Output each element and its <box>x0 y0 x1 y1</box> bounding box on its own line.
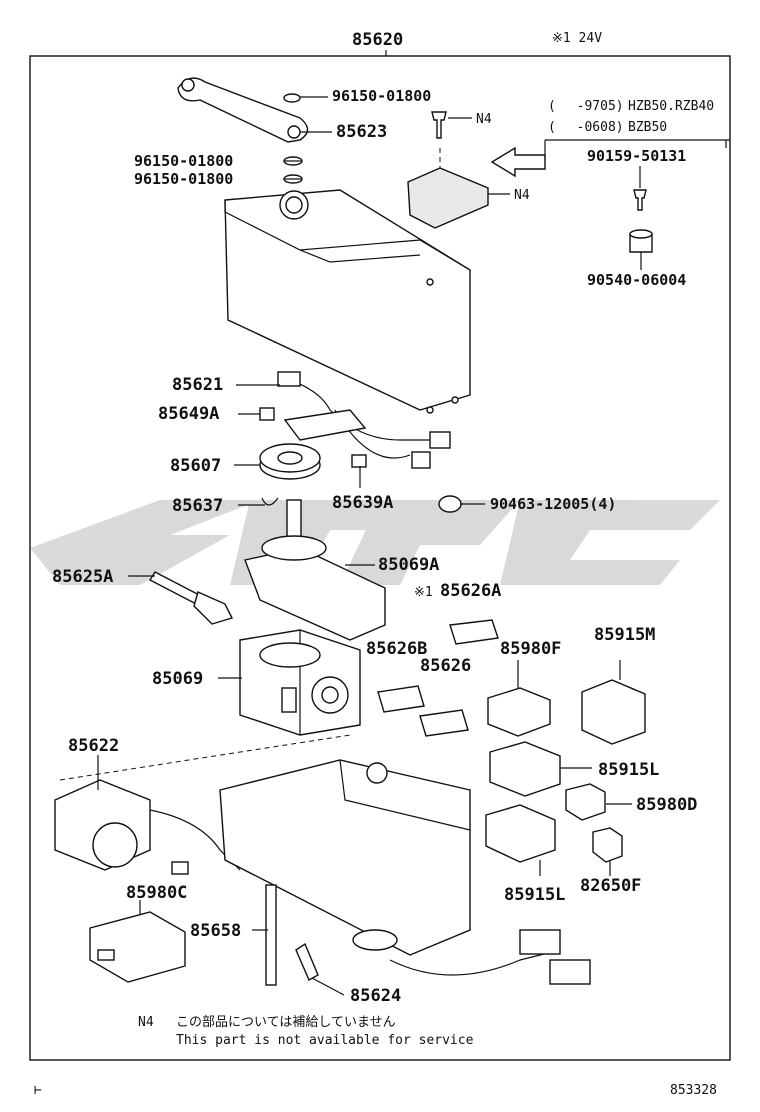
screw-n4 <box>431 111 447 139</box>
footnote-code: N4 <box>138 1015 154 1030</box>
label-n4-screw: N4 <box>476 112 492 127</box>
washer-96150-top <box>283 93 301 103</box>
label-85649A: 85649A <box>158 404 219 424</box>
relay-85915M <box>581 679 646 745</box>
clip-85637 <box>261 497 279 506</box>
connector-85649A <box>259 407 275 421</box>
bolt-90159 <box>633 189 647 211</box>
label-n4-cover: N4 <box>514 188 530 203</box>
model-name-2: BZB50 <box>628 120 667 135</box>
footer-left-mark: ⊢ <box>34 1083 42 1098</box>
label-85915M: 85915M <box>594 625 655 645</box>
model-range-2: ( -0608) <box>548 120 624 135</box>
relay-85980F <box>487 687 551 737</box>
bolt-85624 <box>295 942 319 981</box>
connector-85626B <box>377 685 425 713</box>
connector-85639A <box>351 454 367 468</box>
label-96150-01800-a: 96150-01800 <box>134 152 233 170</box>
label-85621: 85621 <box>172 375 223 395</box>
mounting-bracket <box>219 759 471 956</box>
label-85622: 85622 <box>68 736 119 756</box>
diagram-frame <box>29 55 731 1061</box>
label-85639A: 85639A <box>332 493 393 513</box>
harness-bottom <box>389 949 561 976</box>
label-85607: 85607 <box>170 456 221 476</box>
flasher-82650F <box>592 827 623 863</box>
connector-85626A <box>449 619 499 645</box>
label-90540-06004: 90540-06004 <box>587 271 686 289</box>
label-85623: 85623 <box>336 122 387 142</box>
label-96150-01800-b: 96150-01800 <box>134 170 233 188</box>
label-85915L-b: 85915L <box>504 885 565 905</box>
label-85625A: 85625A <box>52 567 113 587</box>
label-85626A-prefix: ※1 <box>414 585 433 600</box>
controller-85980C <box>89 911 186 983</box>
rod-85658 <box>265 884 277 986</box>
label-82650F: 82650F <box>580 876 641 896</box>
relay-85980D <box>565 783 606 821</box>
relay-85915L-b <box>485 804 556 863</box>
label-85980D: 85980D <box>636 795 697 815</box>
label-90463-12005: 90463-12005(4) <box>490 495 616 513</box>
footnote-english: This part is not available for service <box>176 1033 474 1048</box>
label-96150-01800-top: 96150-01800 <box>332 87 431 105</box>
label-85626B: 85626B <box>366 639 427 659</box>
pointer-arrow <box>490 146 546 178</box>
label-85980C: 85980C <box>126 883 187 903</box>
label-85980F: 85980F <box>500 639 561 659</box>
label-85658: 85658 <box>190 921 241 941</box>
cover-n4 <box>407 167 489 229</box>
wiper-housing <box>224 189 471 411</box>
pitman-arm-85623 <box>177 77 309 143</box>
assembly-number: 85620 <box>352 30 403 50</box>
voltage-note: ※1 24V <box>552 31 602 46</box>
clamp-90463 <box>438 495 462 513</box>
label-85069: 85069 <box>152 669 203 689</box>
harness-85621 <box>284 377 430 441</box>
label-85626: 85626 <box>420 656 471 676</box>
label-85624: 85624 <box>350 986 401 1006</box>
label-85069A: 85069A <box>378 555 439 575</box>
relay-85915L-a <box>489 741 561 797</box>
model-name-1: HZB50.RZB40 <box>628 99 714 114</box>
model-range-1: ( -9705) <box>548 99 624 114</box>
label-90159-50131: 90159-50131 <box>587 147 686 165</box>
footnote-japanese: この部品については補給していません <box>176 1015 396 1030</box>
label-85626A: 85626A <box>440 581 501 601</box>
label-85637: 85637 <box>172 496 223 516</box>
label-85915L-a: 85915L <box>598 760 659 780</box>
connector-85626 <box>419 709 469 737</box>
diagram-id: 853328 <box>670 1083 717 1098</box>
